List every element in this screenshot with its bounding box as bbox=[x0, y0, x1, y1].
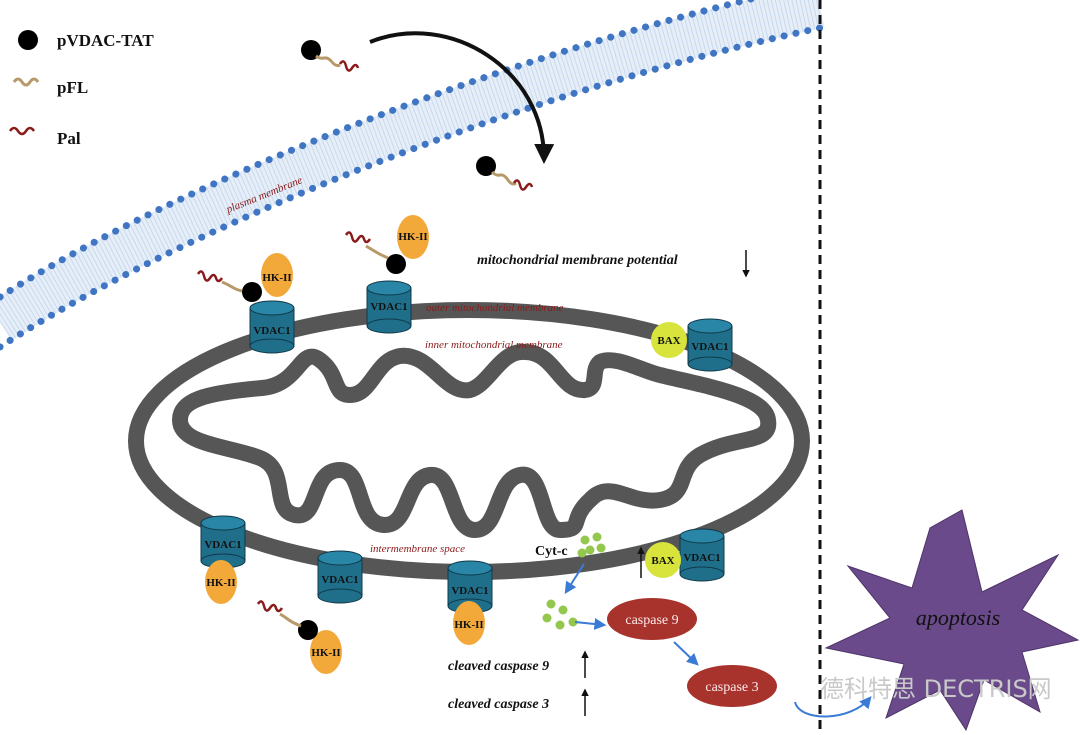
vdac-bottom-right: VDAC1 bbox=[679, 528, 725, 582]
caspase-3: caspase 3 bbox=[687, 665, 777, 707]
cytc-label: Cyt-c bbox=[535, 544, 568, 559]
bax-label: BAX bbox=[651, 555, 674, 567]
intermembrane-label: intermembrane space bbox=[370, 543, 465, 555]
hk-protein bbox=[310, 630, 342, 674]
vdac-top-right: VDAC1 bbox=[687, 318, 733, 372]
hk-label: HK-II bbox=[262, 272, 291, 284]
cleaved-casp9-label: cleaved caspase 9 bbox=[448, 659, 549, 674]
apoptosis-burst: apoptosis bbox=[824, 509, 1080, 732]
apoptosis-label: apoptosis bbox=[916, 605, 1000, 630]
vdac-label: VDAC1 bbox=[691, 341, 728, 353]
hk-label: HK-II bbox=[454, 619, 483, 631]
apoptosis-arrow bbox=[794, 696, 872, 718]
legend: pVDAC-TAT pFL Pal bbox=[8, 30, 154, 148]
tat-legend-icon bbox=[18, 30, 38, 50]
legend-tat-label: pVDAC-TAT bbox=[57, 31, 154, 50]
vdac-bottom-center: VDAC1 bbox=[317, 550, 363, 604]
inner-membrane-label: inner mitochondrial membrane bbox=[425, 339, 563, 351]
vdac-label: VDAC1 bbox=[451, 585, 488, 597]
hk-bottom: HK-II HK-II HK-II bbox=[205, 560, 485, 674]
bax-label: BAX bbox=[657, 335, 680, 347]
casp9-label: caspase 9 bbox=[625, 613, 678, 628]
hk-protein bbox=[261, 253, 293, 297]
bax-top: BAX bbox=[651, 322, 687, 358]
peptide-inside bbox=[476, 156, 534, 191]
vdac-channels: VDAC1 VDAC1 VDAC1 VDAC1 VDAC1 bbox=[200, 280, 733, 614]
inner-mitochondrial-membrane bbox=[172, 344, 777, 538]
pal-legend-icon bbox=[8, 126, 36, 136]
vdac-top-center: VDAC1 bbox=[366, 280, 412, 334]
hk-label: HK-II bbox=[206, 577, 235, 589]
peptide-outside bbox=[301, 40, 360, 72]
casp3-label: caspase 3 bbox=[705, 680, 758, 695]
vdac-label: VDAC1 bbox=[204, 539, 241, 551]
release-arrow bbox=[564, 563, 585, 595]
activation-arrow bbox=[574, 618, 607, 630]
vdac-label: VDAC1 bbox=[321, 574, 358, 586]
hk-label: HK-II bbox=[311, 647, 340, 659]
hk-label: HK-II bbox=[398, 231, 427, 243]
cytc-cluster-top bbox=[577, 532, 606, 558]
vdac-label: VDAC1 bbox=[683, 552, 720, 564]
watermark: 德科特思 DECTRIS网 bbox=[820, 675, 1052, 703]
bax-bottom: BAX bbox=[637, 542, 681, 578]
entry-arrow bbox=[369, 31, 555, 164]
outer-membrane-label: outer mitochondrial membrane bbox=[426, 302, 564, 314]
cytc-cluster-bottom bbox=[542, 599, 578, 630]
legend-pal-label: Pal bbox=[57, 129, 81, 148]
hk-protein bbox=[205, 560, 237, 604]
hk-complexes: HK-II HK-II bbox=[196, 215, 429, 302]
pfl-legend-icon bbox=[12, 77, 40, 87]
mmp-label: mitochondrial membrane potential bbox=[477, 253, 678, 268]
hk-protein bbox=[397, 215, 429, 259]
legend-pfl-label: pFL bbox=[57, 78, 88, 97]
hk-protein bbox=[453, 601, 485, 645]
vdac-label: VDAC1 bbox=[370, 301, 407, 313]
cascade-arrow bbox=[673, 641, 699, 666]
vdac-top-left: VDAC1 bbox=[249, 300, 295, 354]
vdac-label: VDAC1 bbox=[253, 325, 290, 337]
cleaved-casp3-label: cleaved caspase 3 bbox=[448, 697, 549, 712]
caspase-9: caspase 9 bbox=[607, 598, 697, 640]
